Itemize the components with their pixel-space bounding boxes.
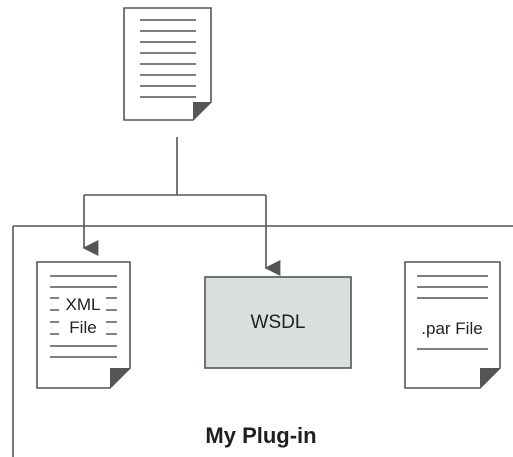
xml-file-label-line-1: XML xyxy=(65,295,101,314)
wsdl-box xyxy=(204,276,352,369)
plug-in-container-frame xyxy=(12,225,513,457)
xml-file-label-line-2: File xyxy=(69,318,97,337)
source-document-icon xyxy=(123,7,212,121)
wsdl-label: WSDL xyxy=(250,312,306,333)
xml-file-document-icon xyxy=(36,261,131,389)
par-file-label: .par File xyxy=(421,319,483,338)
connector-icon xyxy=(82,137,281,276)
container-title: My Plug-in xyxy=(205,423,317,448)
par-file-document-icon xyxy=(404,261,501,389)
